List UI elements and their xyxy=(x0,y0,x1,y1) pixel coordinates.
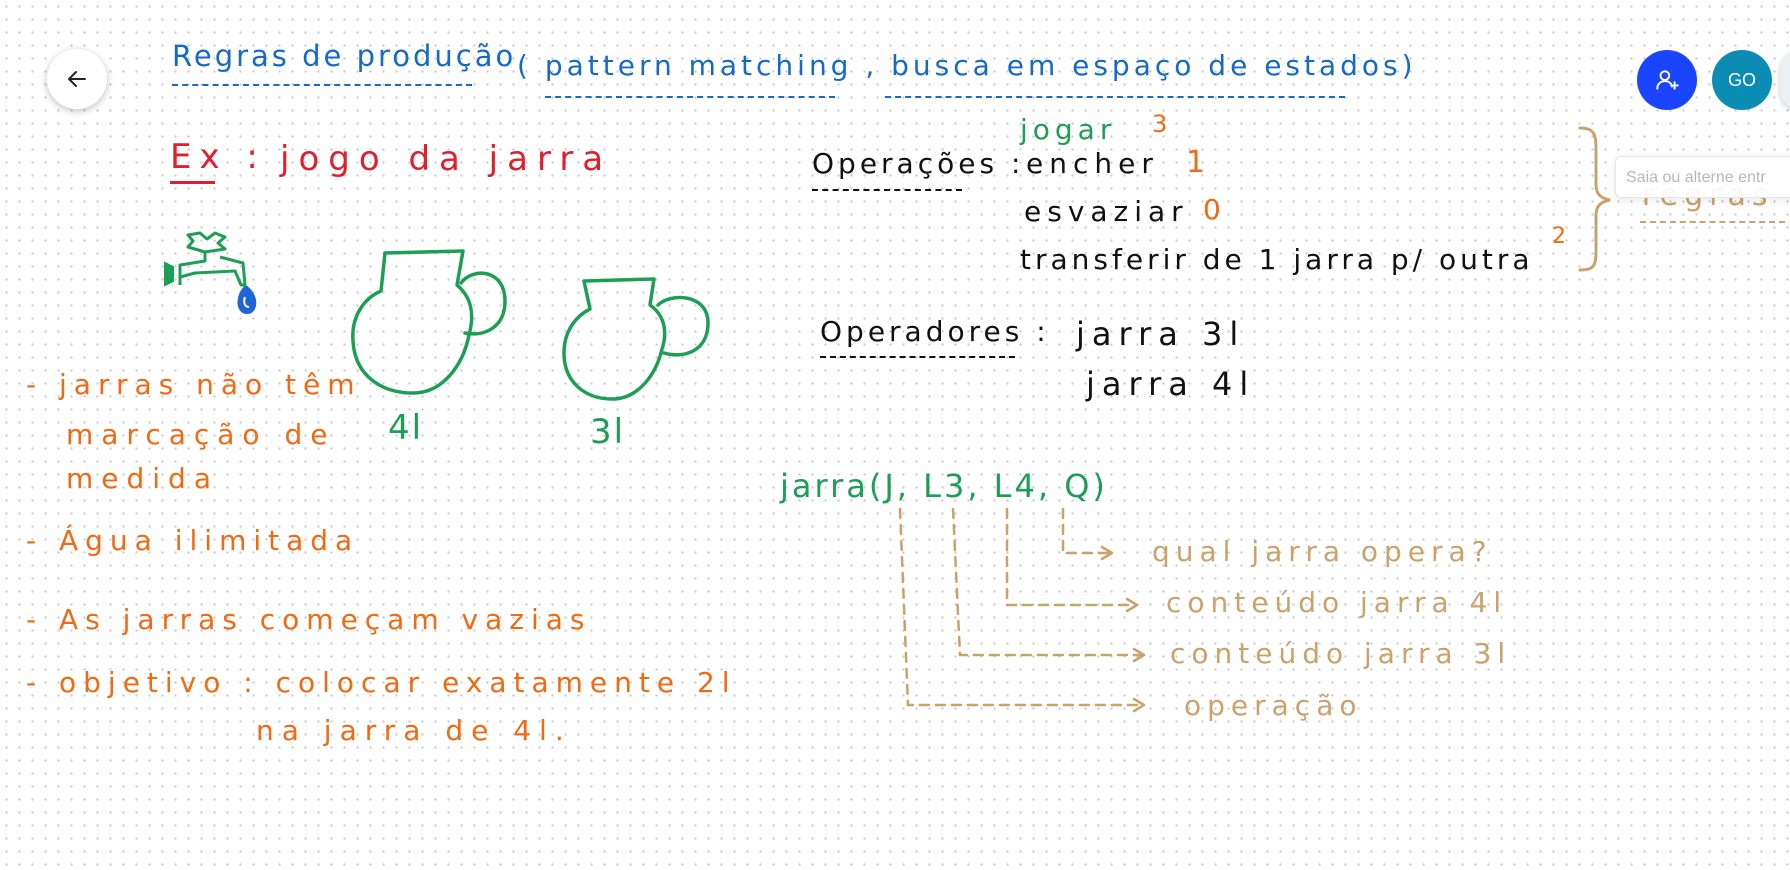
operation-transferir: transferir de 1 jarra p/ outra xyxy=(1020,243,1534,276)
operator-jarra-3l: jarra 3l xyxy=(1076,315,1246,353)
operation-esvaziar-index: 0 xyxy=(1203,193,1221,226)
arrow-left-icon xyxy=(68,71,86,87)
note-line-7: na jarra de 4l. xyxy=(256,714,572,747)
exit-hint-tooltip: Saia ou alterne entr xyxy=(1615,156,1790,198)
predicate-connector-lines xyxy=(898,507,1146,713)
jogar-index: 3 xyxy=(1152,110,1168,138)
rules-underline xyxy=(1640,221,1785,223)
note-line-4: - Água ilimitada xyxy=(26,524,360,557)
legend-conteudo-4l: conteúdo jarra 4l xyxy=(1166,586,1508,619)
page-title: Regras de produção xyxy=(172,39,517,73)
curly-brace-icon xyxy=(1578,126,1611,272)
operator-jarra-4l: jarra 4l xyxy=(1086,365,1256,403)
example-underline xyxy=(170,181,215,184)
legend-qual-jarra: qual jarra opera? xyxy=(1152,535,1493,568)
operators-underline xyxy=(820,356,1015,358)
legend-conteudo-3l: conteúdo jarra 3l xyxy=(1170,637,1512,670)
faucet-icon xyxy=(164,231,257,315)
note-line-2: marcação de xyxy=(66,418,336,451)
operators-label: Operadores : xyxy=(820,315,1050,348)
note-line-5: - As jarras começam vazias xyxy=(26,603,592,636)
back-button[interactable] xyxy=(47,49,107,109)
share-button[interactable] xyxy=(1637,50,1697,110)
jar-small-label: 3l xyxy=(590,412,626,452)
more-options-button[interactable] xyxy=(1780,50,1790,110)
subtitle-underline-2 xyxy=(885,96,1345,98)
operations-label: Operações : xyxy=(812,147,1025,180)
page-subtitle: ( pattern matching , busca em espaço de … xyxy=(517,49,1417,82)
jogar-label: jogar xyxy=(1020,113,1117,146)
exit-hint-text: Saia ou alterne entr xyxy=(1626,169,1766,186)
jar-large-label: 4l xyxy=(388,408,424,448)
example-label: Ex : xyxy=(170,137,266,177)
operation-esvaziar: esvaziar xyxy=(1024,195,1189,228)
jar-large-icon xyxy=(351,249,507,395)
avatar-initials: GO xyxy=(1727,69,1756,90)
subtitle-underline-1 xyxy=(545,96,835,98)
title-underline xyxy=(172,84,472,86)
legend-operacao: operação xyxy=(1184,689,1363,722)
example-title: jogo da jarra xyxy=(280,139,613,179)
operations-underline xyxy=(812,189,962,191)
jar-small-icon xyxy=(562,277,710,401)
note-line-6: - objetivo : colocar exatamente 2l xyxy=(26,666,737,699)
predicate-text: jarra(J, L3, L4, Q) xyxy=(780,467,1108,505)
operation-encher-index: 1 xyxy=(1186,145,1206,180)
operation-transferir-index: 2 xyxy=(1552,224,1566,249)
note-line-3: medida xyxy=(66,462,219,495)
operation-encher: encher xyxy=(1026,147,1159,180)
add-person-icon xyxy=(1656,70,1679,90)
note-line-1: - jarras não têm xyxy=(26,368,362,401)
user-avatar-button[interactable]: GO xyxy=(1712,50,1772,110)
